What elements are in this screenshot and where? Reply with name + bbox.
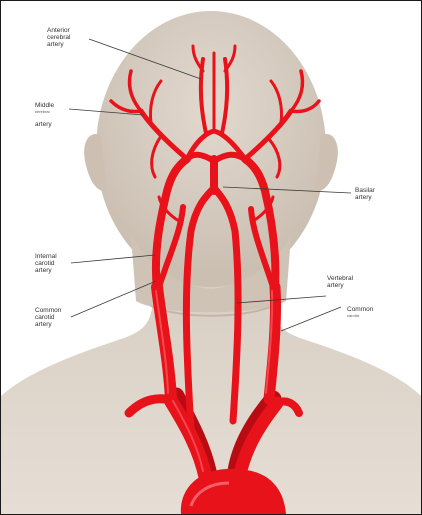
label-common-carotid-artery-left: Common carotid artery bbox=[35, 307, 61, 328]
head-silhouette-icon bbox=[1, 11, 421, 514]
label-middle-line1: Middle bbox=[35, 102, 54, 109]
label-middle-cerebral-artery: Middle cerebral artery bbox=[35, 95, 54, 128]
label-common-carotid-right: Common carotid bbox=[347, 299, 373, 325]
label-internal-carotid-artery: Internal carotid artery bbox=[35, 253, 57, 274]
label-common-right-small: carotid bbox=[347, 313, 373, 318]
label-anterior-cerebral-artery: Anterior cerebral artery bbox=[47, 27, 70, 48]
label-middle-line3: artery bbox=[35, 121, 52, 128]
label-vertebral-artery: Vertebral artery bbox=[327, 275, 353, 289]
label-basilar-artery: Basilar artery bbox=[355, 187, 375, 201]
label-common-right-line1: Common bbox=[347, 306, 373, 313]
label-middle-small: cerebral bbox=[35, 109, 54, 114]
